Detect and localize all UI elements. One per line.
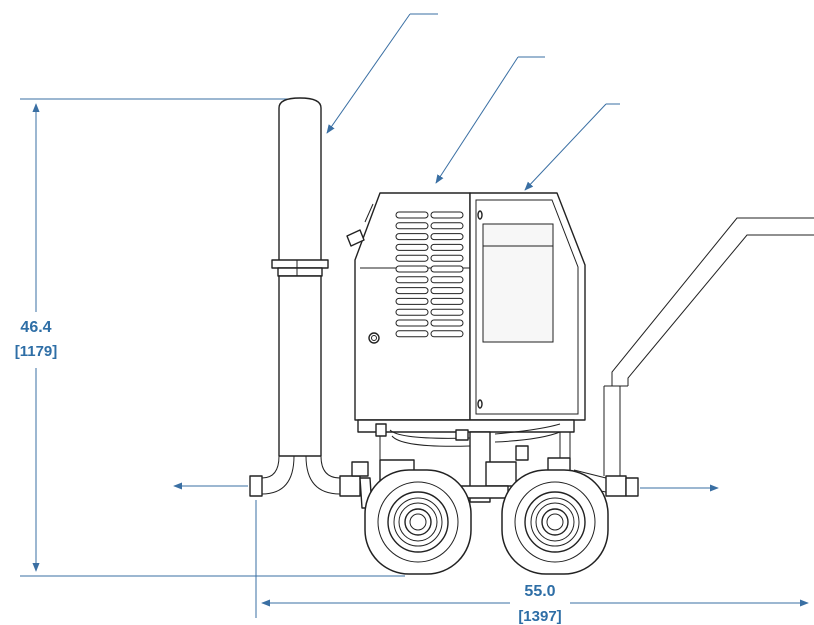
louver-slot [430, 330, 464, 338]
width-inches-label: 55.0 [524, 583, 555, 600]
louver-slot [430, 254, 464, 262]
louver-slot [395, 222, 429, 230]
push-handle [603, 217, 814, 476]
callout-leader-control-panel [524, 103, 620, 191]
louver-slot [430, 211, 464, 219]
width-dimension: 55.0 [1397] [255, 500, 809, 625]
control-panel-window [482, 223, 554, 343]
callout-leader-engine-cabinet [435, 56, 545, 184]
louver-slot [395, 233, 429, 241]
louver-slot [430, 308, 464, 316]
louver-slot [395, 265, 429, 273]
louver-slot [430, 287, 464, 295]
louver-slot [430, 222, 464, 230]
wheel-right [501, 469, 609, 575]
height-dimension: 46.4 [1179] [15, 98, 405, 577]
louver-slot [395, 254, 429, 262]
width-mm-label: [1397] [518, 608, 561, 625]
callout-leader-exhaust-stack [326, 13, 438, 134]
louver-slot [430, 276, 464, 284]
height-inches-label: 46.4 [20, 319, 51, 336]
louver-slot [395, 276, 429, 284]
wheel-left [364, 469, 472, 575]
louver-slot [430, 297, 464, 305]
louver-slot [395, 308, 429, 316]
height-mm-label: [1179] [15, 343, 58, 360]
louver-slot [430, 265, 464, 273]
louver-slot [430, 243, 464, 251]
louver-slot [395, 330, 429, 338]
louver-slot [395, 211, 429, 219]
louver-slot [395, 319, 429, 327]
cabinet-vent-louvers [395, 211, 464, 338]
exhaust-stack [249, 97, 361, 497]
control-cabinet [469, 192, 586, 421]
louver-slot [430, 319, 464, 327]
louver-slot [430, 233, 464, 241]
louver-slot [395, 297, 429, 305]
louver-slot [395, 243, 429, 251]
louver-slot [395, 287, 429, 295]
engine-cabinet [346, 192, 471, 421]
